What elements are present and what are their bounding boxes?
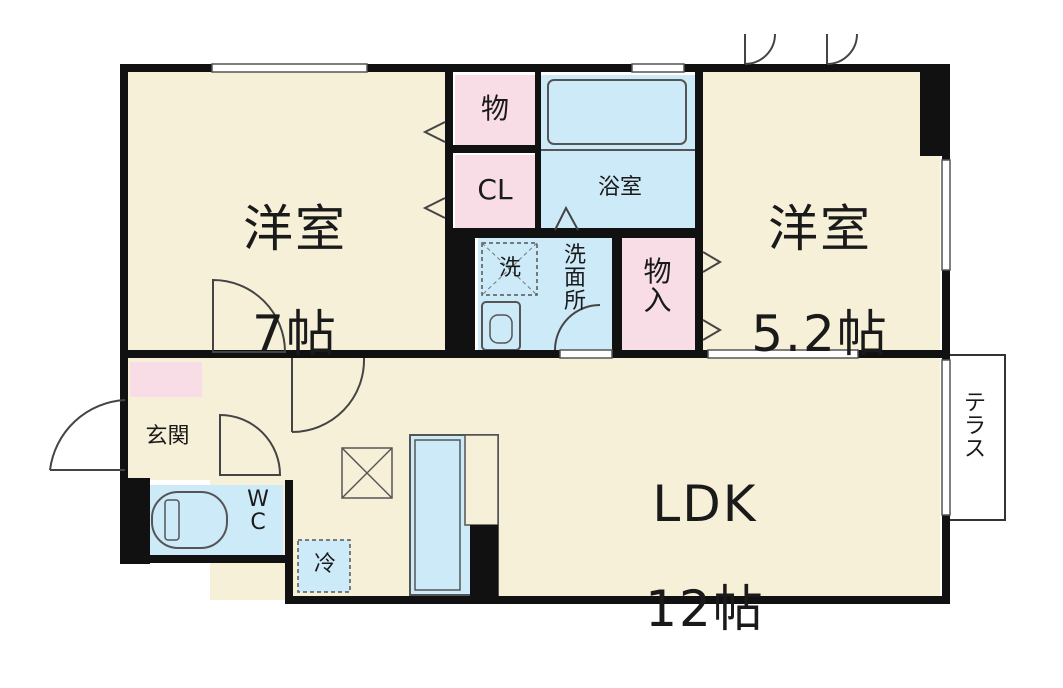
floor-plan bbox=[49, 33, 1006, 604]
label-entrance: 玄関 bbox=[145, 424, 190, 449]
room-western-7-name: 洋室 bbox=[243, 199, 347, 258]
room-ldk: LDK 12帖 bbox=[620, 425, 790, 688]
floor-western-52 bbox=[700, 70, 940, 355]
label-closet: CL bbox=[477, 173, 513, 206]
walls bbox=[120, 64, 950, 604]
floor-western-7 bbox=[125, 70, 450, 355]
room-western-52-name: 洋室 bbox=[768, 199, 872, 258]
label-wc: W C bbox=[247, 487, 269, 536]
label-storage-mid: 物 入 bbox=[643, 255, 672, 318]
floor-ldk bbox=[290, 355, 940, 600]
label-terrace: テ ラ ス bbox=[963, 391, 986, 463]
label-washer: 洗 bbox=[498, 256, 521, 281]
bathtub bbox=[547, 79, 687, 145]
label-fridge: 冷 bbox=[313, 552, 336, 577]
room-ldk-size: 12帖 bbox=[645, 579, 765, 638]
toilet-icon bbox=[151, 491, 228, 549]
storage-top-area bbox=[455, 75, 535, 145]
storage-mid-area bbox=[620, 238, 695, 353]
room-western-52: 洋室 5.2帖 bbox=[735, 150, 905, 413]
closet-area bbox=[455, 155, 535, 230]
vent-icon bbox=[341, 447, 393, 499]
windows bbox=[211, 63, 951, 516]
room-western-7: 洋室 7帖 bbox=[200, 150, 390, 413]
room-ldk-name: LDK bbox=[652, 474, 758, 533]
fridge-box bbox=[297, 539, 351, 593]
label-bath: 浴室 bbox=[597, 175, 642, 200]
doors bbox=[49, 33, 858, 476]
room-western-52-size: 5.2帖 bbox=[751, 304, 889, 363]
room-western-7-size: 7帖 bbox=[252, 304, 338, 363]
shoe-box bbox=[130, 362, 202, 397]
label-washroom: 洗 面 所 bbox=[563, 243, 586, 315]
label-storage-top: 物 bbox=[480, 92, 509, 125]
